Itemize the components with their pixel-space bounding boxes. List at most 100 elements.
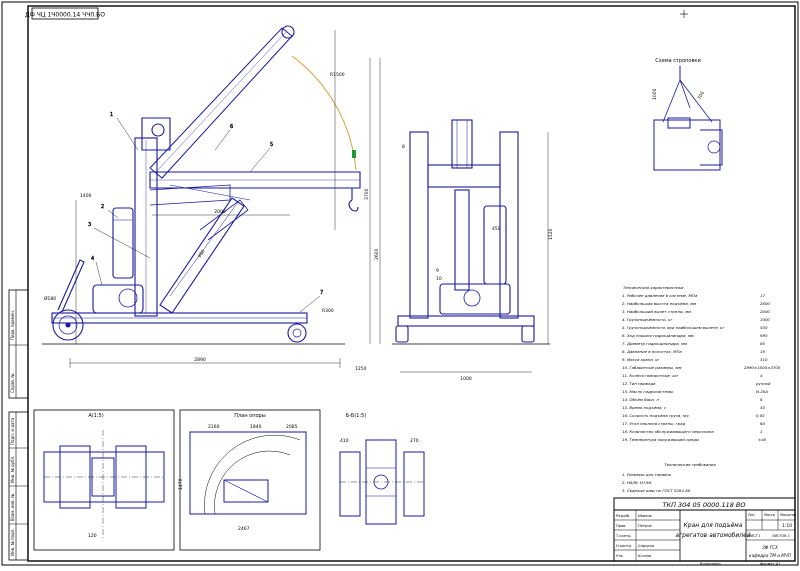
side-mast-left	[409, 131, 429, 319]
oil-tank	[112, 207, 134, 279]
side-mast-right	[499, 131, 519, 319]
spec-value-14: 6	[760, 397, 763, 402]
dim-side-450: 450	[492, 226, 501, 232]
spec-line-12: 12. Тип привода	[622, 381, 656, 386]
dim-side-width: 1000	[460, 376, 472, 382]
role-developer: Разраб.	[616, 514, 630, 518]
spec-value-19: ±40	[758, 437, 767, 442]
spec-value-3: 2000	[760, 309, 770, 314]
callout-4: 4	[91, 256, 94, 262]
spec-value-2: 2600	[760, 301, 770, 306]
title-block: ТКП 304 05 0000.118 ВО Разраб. Пров. Т.к…	[613, 497, 796, 562]
mast	[134, 137, 158, 317]
callout-2: 2	[101, 204, 104, 210]
dim-reach-2: 1400	[80, 193, 92, 199]
spec-value-5: 500	[760, 325, 768, 330]
stamp-label-1: Перв. примен.	[10, 310, 15, 340]
institution-2: кафедра ТМ и МЧП	[749, 553, 792, 558]
requirements-heading: Технические требования	[664, 462, 716, 467]
top-bracket	[141, 117, 171, 151]
spec-line-8: 8. Давление в полостях, МПа	[622, 349, 682, 354]
dim-height-total: 3700	[364, 188, 370, 200]
top-code-text: ДФ ЧЦ 1Ч0000.14 ЧЧ0.БО	[25, 12, 105, 19]
spec-line-5: 5. Грузоподъёмность при наибольшем вылет…	[622, 325, 726, 330]
spec-value-13: И-20А	[756, 389, 768, 394]
spec-value-11: 4	[760, 373, 763, 378]
spec-value-9: 310	[760, 357, 768, 362]
detail-a-title: А(1:5)	[88, 413, 103, 419]
spec-value-12: ручной	[755, 381, 771, 386]
spec-value-15: 45	[760, 405, 765, 410]
top-code-stamp: ДФ ЧЦ 1Ч0000.14 ЧЧ0.БО	[25, 7, 105, 20]
role-tcontrol: Т.контр.	[615, 534, 632, 538]
side-view-dims: 1000 1520 450 8 9 10	[400, 132, 554, 382]
support-plan: План опоры 2160 1840 2085 1470 2467	[178, 409, 321, 551]
spec-value-4: 1000	[760, 317, 770, 322]
spec-line-2: 2. Наибольшая высота подъёма, мм	[622, 301, 696, 306]
hydraulic-cylinder	[159, 197, 245, 314]
stamp-label-7: Инв. № подл.	[10, 528, 15, 556]
dim-stroke: 980	[197, 249, 207, 260]
format-label: Формат A1	[760, 562, 780, 566]
crane-side-view	[392, 119, 550, 345]
spec-line-17: 17. Угол наклона стрелы, град	[622, 421, 685, 426]
stamp-label-3: Подп. и дата	[10, 417, 15, 445]
institution-1: ЗФ ГСХ	[762, 545, 778, 550]
spec-line-11: 11. Колёса поворотные, шт	[622, 373, 679, 378]
spec-line-19: 19. Температура окружающей среды	[622, 437, 699, 442]
stamp-label-5: Взам. инв. №	[10, 494, 15, 521]
dim-plan-1470: 1470	[178, 478, 184, 490]
drawing-title-1: Кран для подъёма	[684, 522, 743, 529]
dim-overall-length: 2890	[194, 357, 206, 363]
drawing-scale: 1:10	[782, 523, 792, 529]
side-crossbar	[427, 164, 501, 188]
dim-plan-2467: 2467	[238, 526, 250, 532]
spec-line-13: 13. Масло гидросистемы	[622, 389, 673, 394]
dim-sling-b: 700	[697, 90, 707, 101]
dim-section-270: 270	[410, 438, 419, 444]
callout-8: 8	[402, 144, 405, 150]
boom-pulley	[281, 25, 295, 39]
dim-detail-120: 120	[88, 533, 97, 539]
callout-7: 7	[320, 290, 323, 296]
role-checker: Пров.	[616, 524, 626, 528]
dim-radius: R1500	[330, 72, 345, 78]
section-title: Б-Б(1:5)	[346, 413, 367, 419]
detail-a: А(1:5) 120	[33, 409, 175, 551]
dim-plan-1840: 1840	[250, 424, 262, 430]
col-lit: Лит.	[748, 513, 756, 517]
spec-line-4: 4. Грузоподъёмность, кг	[622, 317, 673, 322]
dim-section-410: 410	[340, 438, 349, 444]
spec-line-16: 16. Скорость подъёма груза, м/с	[622, 413, 690, 418]
spec-line-1: 1. Рабочее давление в системе, МПа	[622, 293, 698, 298]
sheets-total: ЛИСТОВ 1	[772, 534, 790, 538]
pump-unit	[92, 284, 144, 314]
side-cylinder	[454, 189, 470, 291]
name-ncontrol: Сидоров	[638, 544, 654, 548]
stamp-label-2: Справ. №	[10, 374, 15, 393]
spec-line-9: 9. Масса крана, кг	[622, 357, 661, 362]
col-mass: Масса	[764, 513, 775, 517]
specs-heading: Техническая характеристика	[623, 285, 684, 290]
side-boom-top	[451, 119, 473, 169]
spec-line-7: 7. Диаметр гидроцилиндра, мм	[622, 341, 687, 346]
front-view-dimensions	[69, 30, 381, 368]
drawing-code: ТКП 304 05 0000.118 ВО	[662, 501, 745, 509]
req-line-2: 2. Н8/f8; Н7/k6	[622, 480, 652, 485]
dim-base-length: 1250	[355, 366, 367, 372]
drawing-title-2: агрегатов автомобилей	[675, 532, 750, 539]
spec-line-10: 10. Габаритные размеры, мм	[622, 365, 681, 370]
spec-value-10: 2890×1000×3700	[744, 365, 781, 370]
name-checker: Петров	[638, 524, 652, 528]
callout-6: 6	[230, 124, 233, 130]
cursor-crosshair-icon	[680, 10, 688, 18]
front-wheel	[287, 323, 307, 343]
spec-value-18: 1	[760, 429, 762, 434]
left-stamp-column: Перв. примен. Справ. № Подп. и дата Инв.…	[8, 289, 29, 561]
front-callouts: 1 2 3 4 5 6 7	[88, 112, 323, 313]
lifting-scheme-title: Схема строповки	[655, 58, 700, 64]
side-pump	[439, 283, 511, 315]
col-scale: Масштаб	[780, 513, 796, 517]
